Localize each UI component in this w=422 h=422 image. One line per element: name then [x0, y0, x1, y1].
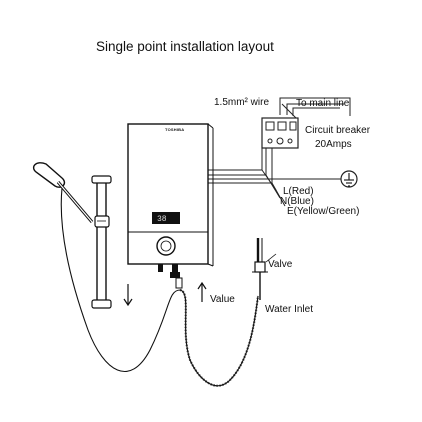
water-inlet-label: Water Inlet: [265, 304, 313, 315]
arrow-up-icon: [197, 281, 207, 302]
main-line-label: To main line: [296, 98, 350, 109]
shower-head-icon: [32, 162, 94, 224]
water-heater: TOSHIBA 38: [127, 123, 214, 289]
breaker-label-line2: 20Amps: [315, 139, 352, 150]
heater-brand: TOSHIBA: [165, 127, 184, 132]
neutral-label: N(Blue): [280, 196, 314, 207]
shower-rail: [91, 175, 112, 309]
live-label: L(Red): [283, 186, 314, 197]
diagram-title: Single point installation layout: [96, 39, 274, 54]
heater-display: [152, 212, 180, 224]
breaker-label-line1: Circuit breaker: [305, 125, 371, 136]
arrow-down-icon: [123, 284, 133, 307]
heater-display-value: 38: [157, 215, 167, 224]
heater-dial: [156, 236, 176, 256]
valve-outlet-label: Value: [210, 294, 235, 305]
wire-label: 1.5mm² wire: [214, 97, 269, 108]
earth-label: E(Yellow/Green): [287, 206, 359, 217]
valve-icon: [252, 238, 277, 300]
valve-inlet-label: Valve: [268, 259, 293, 270]
earth-ground-icon: [340, 170, 358, 188]
power-cables: [208, 97, 351, 207]
circuit-breaker-icon: [261, 117, 299, 149]
